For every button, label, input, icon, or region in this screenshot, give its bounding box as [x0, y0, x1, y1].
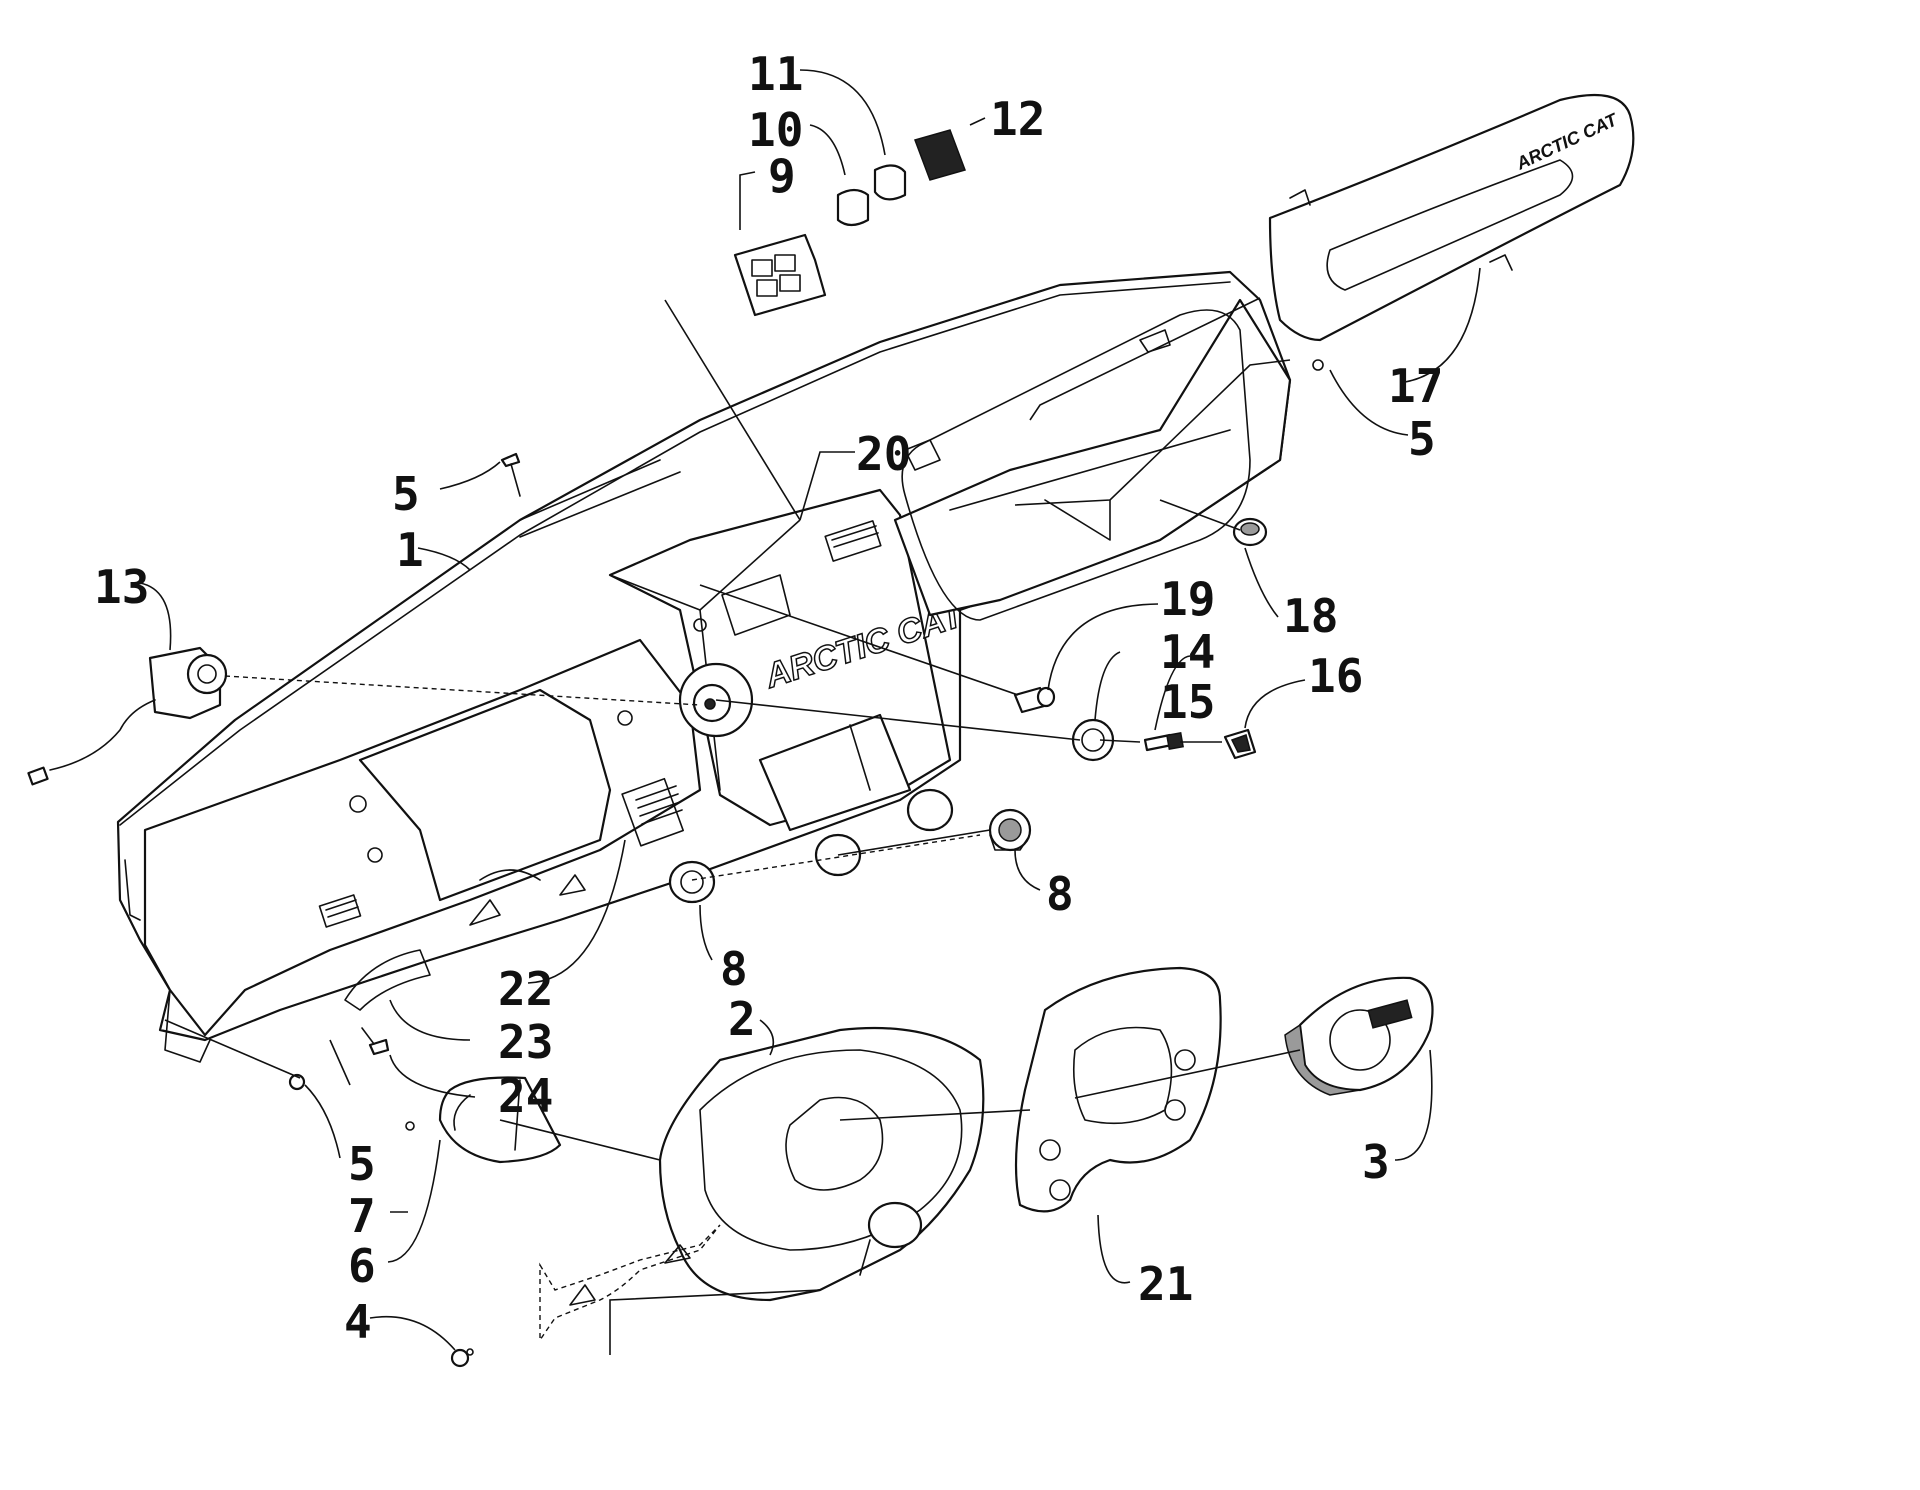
callout-8a: 8: [1046, 867, 1074, 921]
callout-21: 21: [1138, 1257, 1193, 1311]
callout-18: 18: [1283, 589, 1338, 643]
screw-hardware: [288, 452, 521, 1368]
bezel-bracket: [405, 1076, 562, 1164]
key-15: [1143, 732, 1184, 752]
callout-22: 22: [498, 962, 553, 1016]
callout-23: 23: [498, 1015, 553, 1069]
speedometer: [1284, 976, 1434, 1096]
callout-7: 7: [348, 1189, 376, 1243]
lower-bracket: [539, 1224, 821, 1355]
dashboard-panel: ARCTIC CAT: [116, 270, 1324, 1063]
switch-cap-10: [836, 188, 870, 227]
callout-11: 11: [748, 47, 803, 101]
switch-cap-11: [873, 164, 907, 201]
callout-5b: 5: [1408, 412, 1436, 466]
grommet-18: [1232, 517, 1268, 547]
callout-16: 16: [1308, 649, 1363, 703]
callout-2: 2: [728, 992, 756, 1046]
callout-12: 12: [990, 92, 1045, 146]
callout-14: 14: [1160, 625, 1215, 679]
decal-22: [621, 777, 684, 847]
callout-6: 6: [348, 1239, 376, 1293]
callout-3: 3: [1362, 1135, 1390, 1189]
callout-17: 17: [1388, 359, 1443, 413]
callout-5c: 5: [348, 1137, 376, 1191]
plug-19: [1013, 686, 1056, 714]
lens-12: [914, 129, 966, 181]
gauge-housing: [658, 1026, 985, 1302]
callout-10: 10: [748, 103, 803, 157]
callout-13: 13: [94, 560, 149, 614]
callout-8b: 8: [720, 942, 748, 996]
switch-panel-9: [733, 233, 827, 317]
callout-9: 9: [768, 149, 796, 203]
callout-labels: 1 2 3 4 5 5 5 6 7 8 8 9 10 11 12 13 14 1…: [94, 47, 1443, 1349]
storage-cover: ARCTIC CAT: [1268, 93, 1635, 342]
ignition-switch: [27, 646, 228, 786]
decal-20: [824, 520, 882, 562]
accessory-socket-8: [988, 808, 1032, 852]
knob-16: [1223, 728, 1257, 760]
callout-4: 4: [344, 1295, 372, 1349]
callout-20: 20: [856, 427, 911, 481]
callout-15: 15: [1160, 675, 1215, 729]
callout-1: 1: [396, 523, 424, 577]
leader-lines: [139, 69, 1481, 1351]
gauge-face-plate: [1014, 966, 1222, 1213]
decal-23: [318, 894, 362, 928]
callout-24: 24: [498, 1069, 553, 1123]
callout-19: 19: [1160, 572, 1215, 626]
callout-5a: 5: [392, 467, 420, 521]
